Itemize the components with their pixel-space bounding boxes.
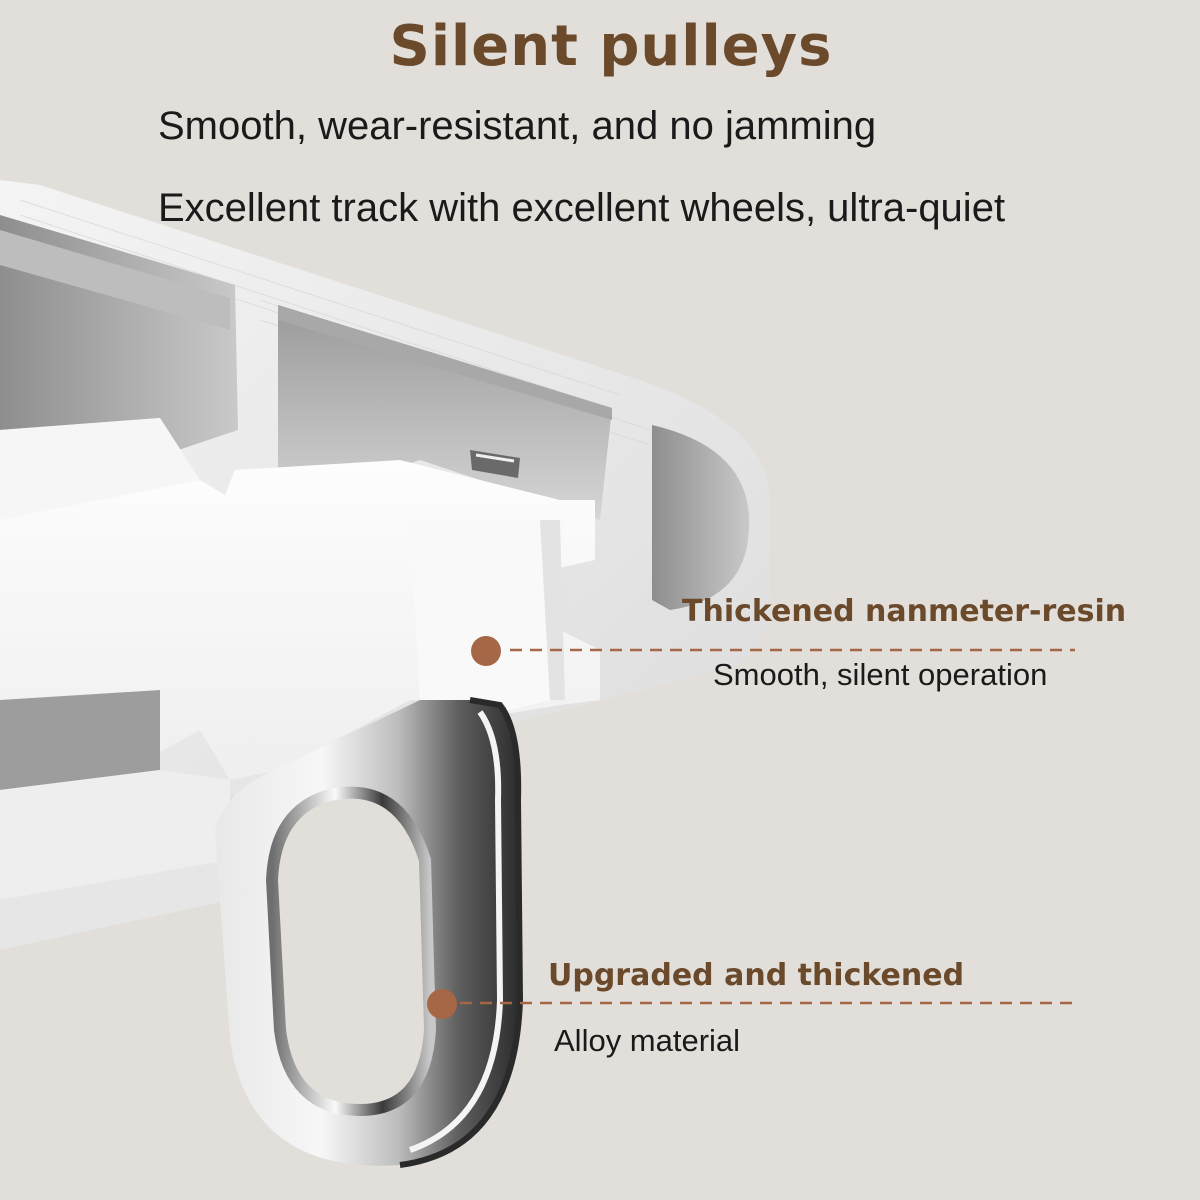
subtitle-excellent-track: Excellent track with excellent wheels, u… xyxy=(158,186,1006,230)
alloy-callout-dot xyxy=(427,989,457,1019)
subtitle-smooth: Smooth, wear-resistant, and no jamming xyxy=(158,104,877,148)
resin-callout-dot xyxy=(471,636,501,666)
alloy-callout-text: Alloy material xyxy=(554,1023,741,1058)
resin-callout-text: Smooth, silent operation xyxy=(713,657,1048,692)
alloy-callout-title: Upgraded and thickened xyxy=(548,958,965,993)
resin-callout-title: Thickened nanmeter-resin xyxy=(682,594,1127,629)
page-title: Silent pulleys xyxy=(389,14,833,79)
